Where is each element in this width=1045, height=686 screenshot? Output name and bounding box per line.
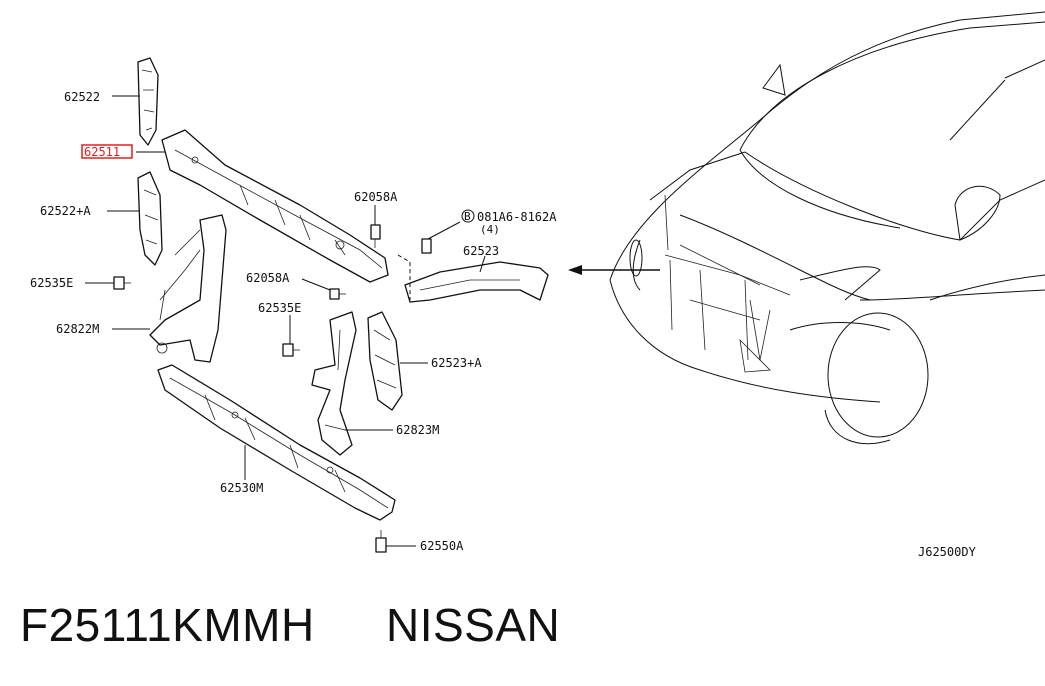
highlight-box (81, 144, 133, 159)
part-62522a-bracket (137, 171, 163, 266)
part-62822m-side (149, 214, 227, 363)
label-62822m: 62822M (56, 322, 99, 336)
label-bolt-ref: 081A6-8162A (477, 210, 557, 224)
label-62550a: 62550A (420, 539, 464, 553)
part-62058a-bolt-top (370, 224, 381, 248)
part-62535e-bolt-left (113, 276, 131, 290)
label-62523a: 62523+A (431, 356, 482, 370)
diagram-code: J62500DY (918, 545, 977, 559)
label-bolt-qty: (4) (480, 223, 500, 236)
label-62522: 62522 (64, 90, 100, 104)
label-62522a: 62522+A (40, 204, 91, 218)
label-62523: 62523 (463, 244, 499, 258)
leader-lines (85, 95, 486, 547)
direction-arrow (568, 265, 660, 275)
bolt-symbol-circle (461, 209, 475, 223)
label-62535e-mid: 62535E (258, 301, 301, 315)
bolt-symbol: B (464, 210, 471, 223)
label-62058a-top: 62058A (354, 190, 398, 204)
part-62523-bracket (397, 238, 549, 303)
part-62823m-side (311, 311, 357, 456)
part-62523a-panel (367, 311, 403, 411)
label-62058a-mid: 62058A (246, 271, 290, 285)
label-62535e-left: 62535E (30, 276, 73, 290)
label-62530m: 62530M (220, 481, 263, 495)
part-62550a-bolt (375, 530, 387, 553)
vehicle-outline (609, 11, 1045, 445)
part-62530m-lower-support (157, 364, 396, 521)
part-62522-bracket (137, 57, 159, 146)
part-62511-upper-support (161, 129, 389, 283)
label-62823m: 62823M (396, 423, 439, 437)
label-62511: 62511 (84, 145, 120, 159)
part-62058a-bolt-mid (329, 288, 346, 300)
part-number-caption: F25111KMMH (20, 599, 315, 651)
brand-caption: NISSAN (386, 599, 561, 651)
part-62535e-bolt-mid (282, 343, 300, 357)
